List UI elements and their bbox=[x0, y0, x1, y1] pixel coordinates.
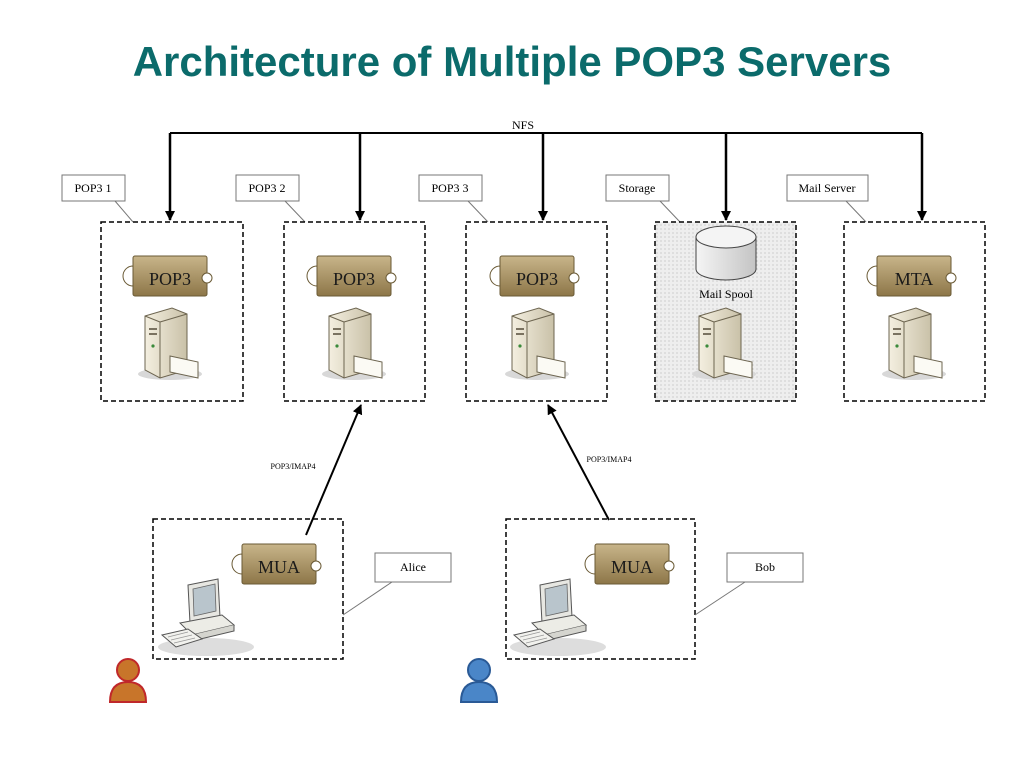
client-box bbox=[152, 518, 344, 660]
mua-component: MUA bbox=[584, 543, 675, 585]
workstation-icon bbox=[509, 578, 607, 657]
server-icon bbox=[321, 307, 387, 381]
component-label: POP3 bbox=[149, 269, 191, 289]
node-box bbox=[100, 221, 244, 402]
client-box bbox=[505, 518, 696, 660]
server-icon bbox=[504, 307, 570, 381]
node-label: POP3 1 bbox=[74, 181, 111, 195]
component-label: POP3 bbox=[516, 269, 558, 289]
alice-person-icon bbox=[109, 658, 147, 703]
mail-spool-icon bbox=[695, 225, 757, 281]
node-pop3-2: POP3 2 POP3 bbox=[235, 174, 426, 402]
node-pop3-3: POP3 3 POP3 bbox=[418, 174, 608, 402]
nfs-bus: NFS bbox=[165, 118, 927, 221]
client-label: Alice bbox=[400, 560, 426, 574]
mua-component: MUA bbox=[231, 543, 322, 585]
node-label: Storage bbox=[619, 181, 656, 195]
component-label: MUA bbox=[611, 557, 653, 577]
node-label: Mail Server bbox=[799, 181, 856, 195]
client-label: Bob bbox=[755, 560, 775, 574]
node-mail-server: Mail Server MTA bbox=[786, 174, 986, 402]
workstation-icon bbox=[157, 578, 255, 657]
protocol-label: POP3/IMAP4 bbox=[271, 462, 316, 471]
mta-component: MTA bbox=[866, 255, 957, 297]
node-pop3-1: POP3 1 POP3 bbox=[61, 174, 244, 402]
page-title: Architecture of Multiple POP3 Servers bbox=[132, 38, 892, 85]
protocol-label: POP3/IMAP4 bbox=[587, 455, 632, 464]
node-label: POP3 2 bbox=[248, 181, 285, 195]
component-label: MUA bbox=[258, 557, 300, 577]
pop3-component: POP3 bbox=[306, 255, 397, 297]
component-label: MTA bbox=[895, 269, 934, 289]
connection-bob: POP3/IMAP4 bbox=[547, 404, 632, 521]
pop3-component: POP3 bbox=[489, 255, 580, 297]
client-alice: MUA Alice bbox=[152, 518, 452, 660]
node-storage: Storage Mail Spool bbox=[605, 174, 797, 402]
bob-person-icon bbox=[460, 658, 498, 703]
pop3-component: POP3 bbox=[122, 255, 213, 297]
node-label: POP3 3 bbox=[431, 181, 468, 195]
nfs-label: NFS bbox=[512, 118, 534, 132]
component-label: POP3 bbox=[333, 269, 375, 289]
client-bob: MUA Bob bbox=[505, 518, 804, 660]
mail-spool-label: Mail Spool bbox=[699, 287, 753, 301]
server-icon bbox=[881, 307, 947, 381]
connection-alice: POP3/IMAP4 bbox=[271, 404, 363, 536]
server-icon bbox=[137, 307, 203, 381]
